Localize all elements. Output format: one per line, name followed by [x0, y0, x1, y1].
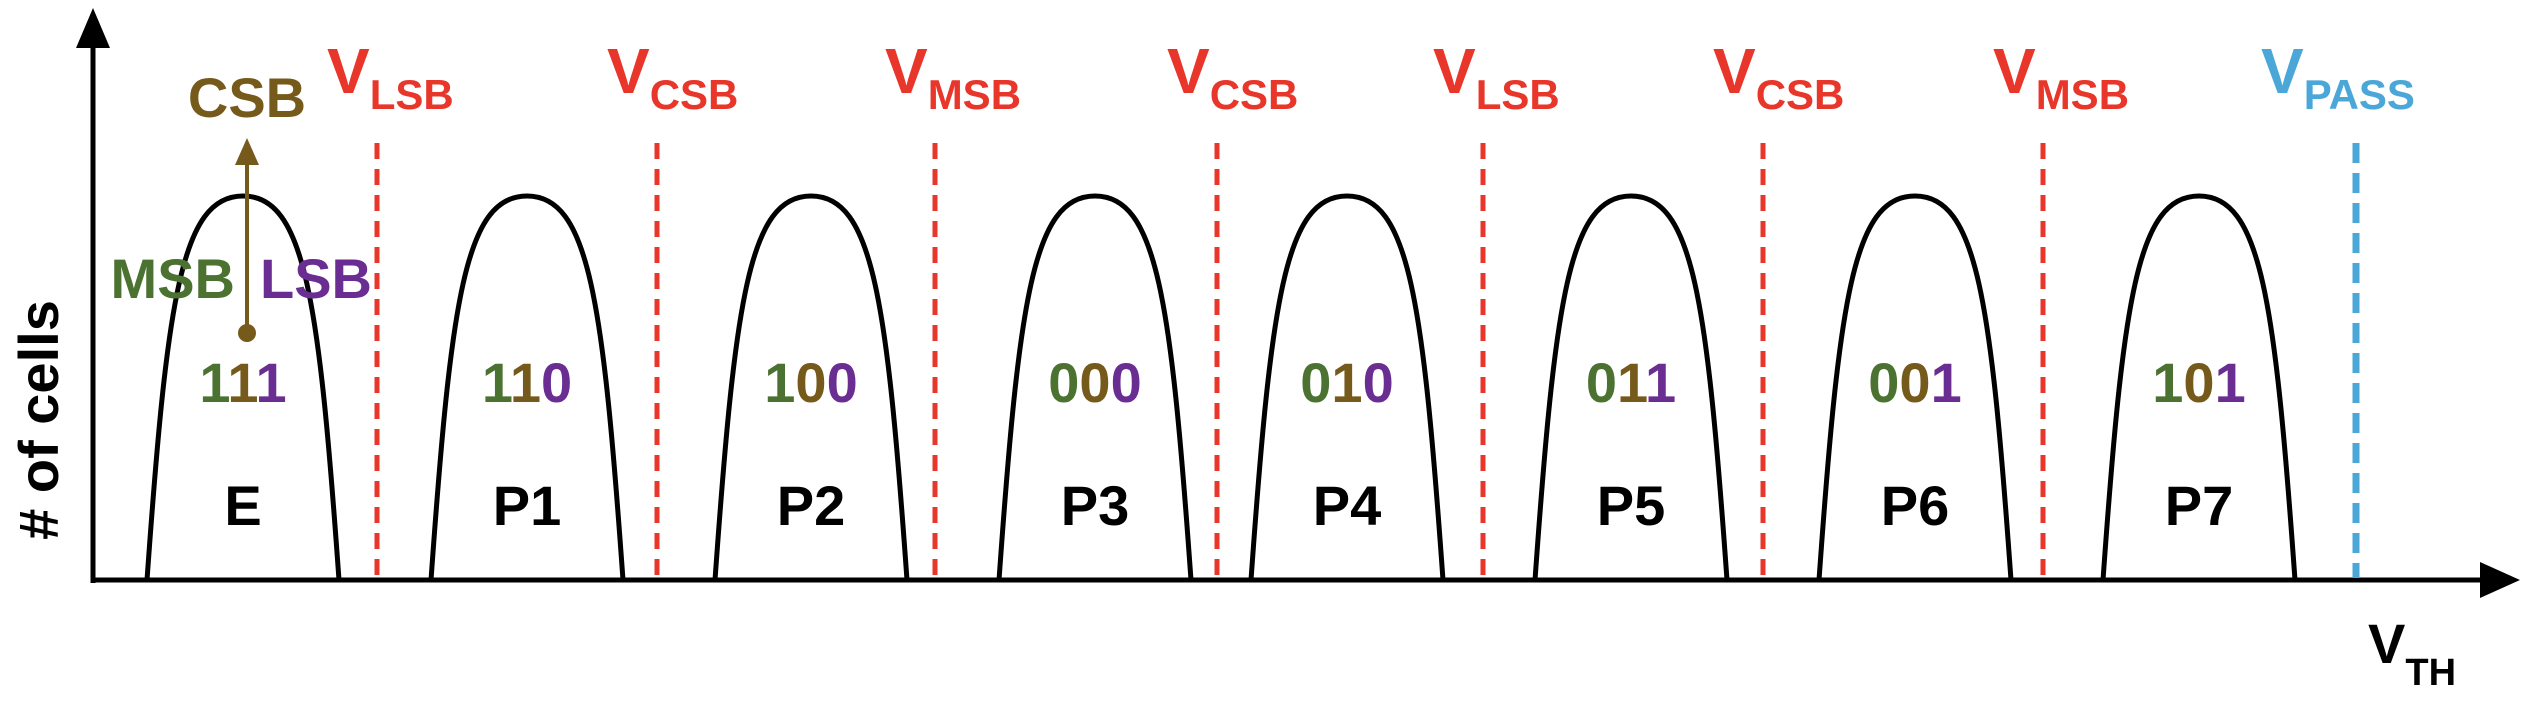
legend-dot: [238, 324, 256, 342]
bit-csb-p1: 1: [510, 351, 541, 414]
bit-msb-p4: 0: [1300, 351, 1331, 414]
bit-msb-p5: 0: [1586, 351, 1617, 414]
pass-voltage-label-sub: PASS: [2304, 71, 2415, 118]
bit-msb-p7: 1: [2152, 351, 2183, 414]
state-label-p7: P7: [2165, 474, 2234, 537]
distribution-curve-p7: [2100, 193, 2298, 581]
bit-lsb-p5: 1: [1645, 351, 1676, 414]
read-voltage-label-6: VCSB: [1713, 35, 1844, 118]
distribution-curve-p5: [1532, 193, 1730, 581]
bit-msb-e: 1: [199, 351, 229, 414]
distribution-curve-p1: [428, 193, 626, 581]
bit-order-legend: CSB MSB LSB: [111, 66, 372, 342]
read-voltage-label-3: VMSB: [885, 35, 1021, 118]
bit-lsb-p1: 0: [541, 351, 572, 414]
read-voltage-label-2: VCSB: [607, 35, 738, 118]
bit-code-p2: 100: [764, 351, 857, 414]
state-labels: E P1 P2 P3 P4 P5 P6 P7: [224, 474, 2233, 537]
bit-csb-p3: 0: [1079, 351, 1110, 414]
bit-code-p1: 110: [482, 351, 572, 414]
state-label-p3: P3: [1061, 474, 1130, 537]
distribution-curve-p4: [1248, 193, 1446, 581]
bit-csb-p6: 0: [1899, 351, 1930, 414]
read-voltage-label-sub: MSB: [928, 71, 1021, 118]
bit-csb-p7: 0: [2183, 351, 2214, 414]
legend-msb-label: MSB: [111, 247, 235, 310]
bit-msb-p6: 0: [1868, 351, 1899, 414]
read-voltage-label-sub: MSB: [2036, 71, 2129, 118]
read-voltage-label-main: V: [885, 35, 928, 107]
read-voltage-label-sub: LSB: [370, 71, 454, 118]
x-axis-label-sub: TH: [2405, 652, 2456, 694]
bit-csb-p4: 1: [1331, 351, 1362, 414]
state-label-p4: P4: [1313, 474, 1382, 537]
state-label-p1: P1: [493, 474, 562, 537]
distribution-curve-e: [144, 193, 342, 581]
bit-lsb-e: 1: [255, 351, 286, 414]
bit-code-p4: 010: [1300, 351, 1393, 414]
bit-csb-p2: 0: [795, 351, 826, 414]
read-voltage-label-main: V: [1167, 35, 1210, 107]
bit-code-p6: 001: [1868, 351, 1961, 414]
state-label-e: E: [224, 474, 261, 537]
x-axis-label: VTH: [2368, 612, 2456, 694]
state-label-p6: P6: [1881, 474, 1950, 537]
state-label-p5: P5: [1597, 474, 1666, 537]
y-axis-label: # of cells: [7, 300, 70, 540]
bit-code-p7: 101: [2152, 351, 2245, 414]
read-voltage-label-main: V: [1433, 35, 1476, 107]
pass-voltage-label: VPASS: [2261, 35, 2415, 118]
read-voltage-label-sub: CSB: [1210, 71, 1299, 118]
bit-csb-e: 1: [227, 351, 257, 414]
bit-lsb-p3: 0: [1111, 351, 1142, 414]
distribution-curve-p3: [996, 193, 1194, 581]
x-axis-label-main: V: [2368, 612, 2405, 675]
y-axis-arrowhead: [76, 8, 110, 48]
read-voltage-label-main: V: [607, 35, 650, 107]
read-voltage-label-main: V: [1713, 35, 1756, 107]
read-voltage-label-7: VMSB: [1993, 35, 2129, 118]
bit-msb-p3: 0: [1048, 351, 1079, 414]
bit-code-p3: 000: [1048, 351, 1141, 414]
bit-csb-p5: 1: [1617, 351, 1647, 414]
read-voltage-label-1: VLSB: [327, 35, 454, 118]
bit-msb-p1: 1: [482, 351, 512, 414]
bit-msb-p2: 1: [764, 351, 795, 414]
bit-lsb-p4: 0: [1363, 351, 1394, 414]
bit-lsb-p7: 1: [2215, 351, 2246, 414]
distribution-curves: [144, 193, 2298, 581]
read-voltage-label-sub: CSB: [1756, 71, 1845, 118]
read-voltage-label-4: VCSB: [1167, 35, 1298, 118]
bit-lsb-p2: 0: [827, 351, 858, 414]
read-voltage-label-main: V: [327, 35, 370, 107]
read-voltage-label-sub: LSB: [1476, 71, 1560, 118]
legend-csb-label: CSB: [188, 66, 306, 129]
read-voltage-label-main: V: [1993, 35, 2036, 107]
axes: # of cells VTH: [7, 8, 2520, 694]
read-voltage-label-5: VLSB: [1433, 35, 1560, 118]
distribution-curve-p2: [712, 193, 910, 581]
distribution-curve-p6: [1816, 193, 2014, 581]
x-axis-arrowhead: [2480, 562, 2520, 598]
bit-code-p5: 011: [1586, 351, 1676, 414]
legend-lsb-label: LSB: [260, 247, 372, 310]
bit-code-e: 111: [199, 351, 286, 414]
legend-arrowhead: [235, 138, 259, 165]
read-voltage-lines: [374, 143, 2360, 578]
read-voltage-label-sub: CSB: [650, 71, 739, 118]
state-label-p2: P2: [777, 474, 846, 537]
pass-voltage-label-main: V: [2261, 35, 2304, 107]
bit-lsb-p6: 1: [1931, 351, 1962, 414]
